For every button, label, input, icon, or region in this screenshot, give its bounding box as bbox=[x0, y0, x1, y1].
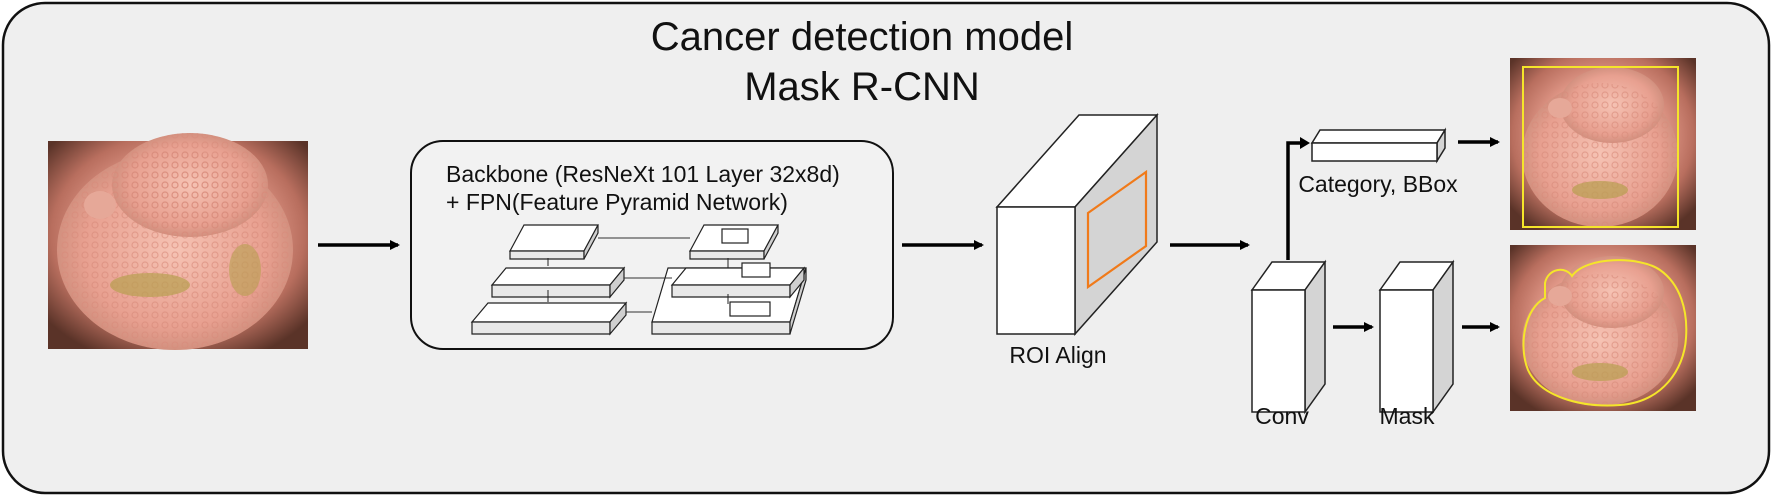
arrow-conv-to-category-bbox bbox=[1286, 141, 1302, 260]
mask-label: Mask bbox=[1380, 403, 1435, 429]
fpn-lateral-connections bbox=[598, 237, 690, 313]
output-mask-image bbox=[1510, 245, 1696, 411]
fpn-top-down-pyramid bbox=[651, 224, 807, 335]
detected-bbox bbox=[1522, 66, 1679, 228]
roi-align-block bbox=[995, 113, 1159, 336]
diagram-title-line-2: Mask R-CNN bbox=[744, 65, 980, 109]
roi-align-label: ROI Align bbox=[1009, 342, 1106, 368]
backbone-label-line-2: + FPN(Feature Pyramid Network) bbox=[446, 189, 788, 215]
diagram-title-line-1: Cancer detection model bbox=[651, 15, 1073, 59]
arrow-conv-to-category-bbox-head bbox=[1300, 137, 1310, 149]
conv-label: Conv bbox=[1255, 403, 1309, 429]
category-bbox-block bbox=[1310, 127, 1447, 164]
backbone-label-line-1: Backbone (ResNeXt 101 Layer 32x8d) bbox=[446, 161, 840, 187]
output-bbox-image bbox=[1510, 58, 1696, 230]
input-endoscopy-image bbox=[48, 133, 308, 350]
category-bbox-label: Category, BBox bbox=[1298, 171, 1458, 197]
conv-block bbox=[1250, 259, 1327, 415]
detected-mask-outline bbox=[1522, 259, 1688, 407]
mask-block bbox=[1378, 259, 1455, 415]
roi-region-highlight bbox=[1086, 169, 1148, 290]
fpn-bottom-up-pyramid bbox=[470, 224, 628, 336]
